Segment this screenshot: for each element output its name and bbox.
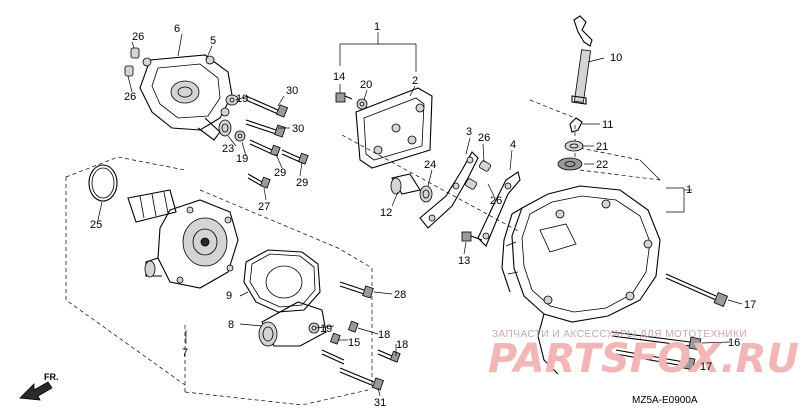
plate-with-gasket bbox=[355, 87, 433, 169]
bolt-13 bbox=[461, 231, 483, 242]
front-direction-marker: FR. bbox=[19, 372, 59, 401]
washers-upper bbox=[218, 94, 246, 142]
callout-21: 21 bbox=[596, 141, 608, 153]
callout-22: 22 bbox=[596, 159, 608, 171]
callout-5: 5 bbox=[210, 35, 216, 47]
callout-9: 9 bbox=[226, 290, 232, 302]
dowel-pins bbox=[124, 47, 140, 77]
clip-11 bbox=[569, 117, 583, 133]
callout-28: 28 bbox=[394, 289, 406, 301]
engine-cover bbox=[501, 185, 661, 375]
watermark-tagline: ЗАПЧАСТИ И АКСЕССУАРЫ ДЛЯ МОТОТЕХНИКИ bbox=[492, 329, 747, 340]
callout-17: 17 bbox=[700, 361, 712, 373]
pump-cover-gasket bbox=[243, 249, 321, 313]
callout-15: 15 bbox=[348, 337, 360, 349]
callout-2: 2 bbox=[412, 75, 418, 87]
callout-18: 18 bbox=[396, 339, 408, 351]
pump-body-upper bbox=[139, 54, 233, 141]
callouts: 1 1 2 3 4 5 6 7 8 9 10 11 12 13 14 15 16… bbox=[90, 21, 756, 409]
callout-30: 30 bbox=[286, 85, 298, 97]
callout-18: 18 bbox=[378, 329, 390, 341]
bolts-upper bbox=[245, 95, 309, 189]
callout-8: 8 bbox=[228, 319, 234, 331]
callout-19: 19 bbox=[236, 153, 248, 165]
callout-3: 3 bbox=[466, 126, 472, 138]
callout-26: 26 bbox=[478, 132, 490, 144]
callout-17: 17 bbox=[744, 299, 756, 311]
callout-12: 12 bbox=[380, 207, 392, 219]
callout-1: 1 bbox=[374, 21, 380, 33]
callout-23: 23 bbox=[222, 143, 234, 155]
callout-20: 20 bbox=[360, 79, 372, 91]
water-pump-assembly bbox=[127, 189, 239, 289]
pump-elbow bbox=[258, 301, 327, 347]
callout-10: 10 bbox=[610, 52, 622, 64]
bolt-14-washer-20 bbox=[335, 92, 368, 110]
leader-lines bbox=[97, 32, 743, 397]
callout-29: 29 bbox=[296, 177, 308, 189]
callout-13: 13 bbox=[458, 255, 470, 267]
front-marker-label: FR. bbox=[44, 372, 59, 382]
washer-21-grommet-22 bbox=[557, 140, 584, 171]
drawing-code: MZ5A-E0900A bbox=[632, 395, 698, 406]
callout-16: 16 bbox=[728, 337, 740, 349]
callout-14: 14 bbox=[333, 71, 345, 83]
watermark-logo: PARTSFOX.RU bbox=[488, 336, 799, 382]
callout-27: 27 bbox=[258, 201, 270, 213]
bracket-4 bbox=[477, 171, 521, 247]
callout-26: 26 bbox=[124, 91, 136, 103]
callout-31: 31 bbox=[374, 397, 386, 409]
bolts-right bbox=[611, 273, 729, 371]
callout-1: 1 bbox=[686, 184, 692, 196]
callout-25: 25 bbox=[90, 219, 102, 231]
callout-19: 19 bbox=[236, 93, 248, 105]
bracket-3 bbox=[419, 151, 479, 229]
collar bbox=[390, 173, 421, 195]
callout-30: 30 bbox=[292, 123, 304, 135]
sensor-10 bbox=[571, 15, 593, 105]
seal-24 bbox=[419, 185, 433, 203]
callout-4: 4 bbox=[510, 139, 516, 151]
callout-26: 26 bbox=[490, 195, 502, 207]
callout-19: 19 bbox=[320, 323, 332, 335]
callout-6: 6 bbox=[174, 23, 180, 35]
o-ring bbox=[88, 164, 118, 202]
callout-7: 7 bbox=[182, 347, 188, 359]
pins-26-right bbox=[465, 160, 491, 190]
callout-29: 29 bbox=[274, 167, 286, 179]
callout-11: 11 bbox=[602, 119, 613, 131]
watermark: ЗАПЧАСТИ И АКСЕССУАРЫ ДЛЯ МОТОТЕХНИКИ PA… bbox=[488, 329, 799, 382]
callout-24: 24 bbox=[424, 159, 436, 171]
callout-26: 26 bbox=[132, 31, 144, 43]
